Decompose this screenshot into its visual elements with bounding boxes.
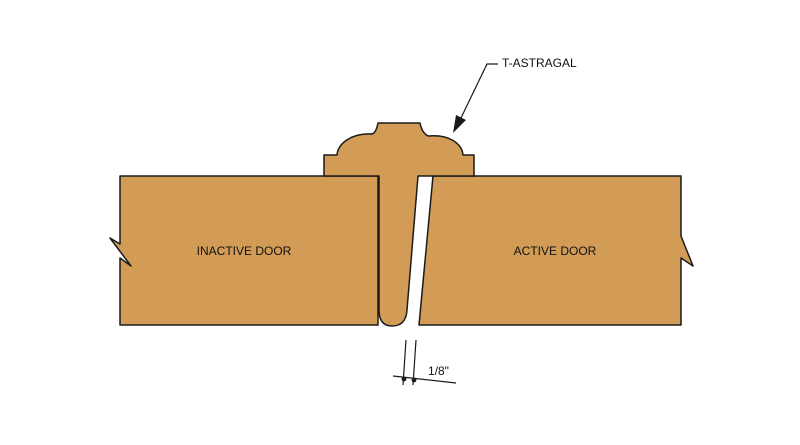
astragal-label: T-ASTRAGAL [502, 56, 577, 70]
astragal-leader-line [459, 63, 498, 121]
inactive-door-label: INACTIVE DOOR [197, 244, 292, 258]
gap-label: 1/8" [428, 364, 449, 378]
gap-tick-left [401, 376, 407, 382]
gap-extension-line-right [412, 339, 417, 386]
inactive-door-panel [109, 175, 379, 326]
astragal-arrowhead [453, 115, 466, 133]
active-door-label: ACTIVE DOOR [514, 244, 597, 258]
active-door-panel [418, 175, 694, 326]
gap-tick-right [411, 377, 417, 383]
t-astragal-profile [323, 122, 475, 327]
